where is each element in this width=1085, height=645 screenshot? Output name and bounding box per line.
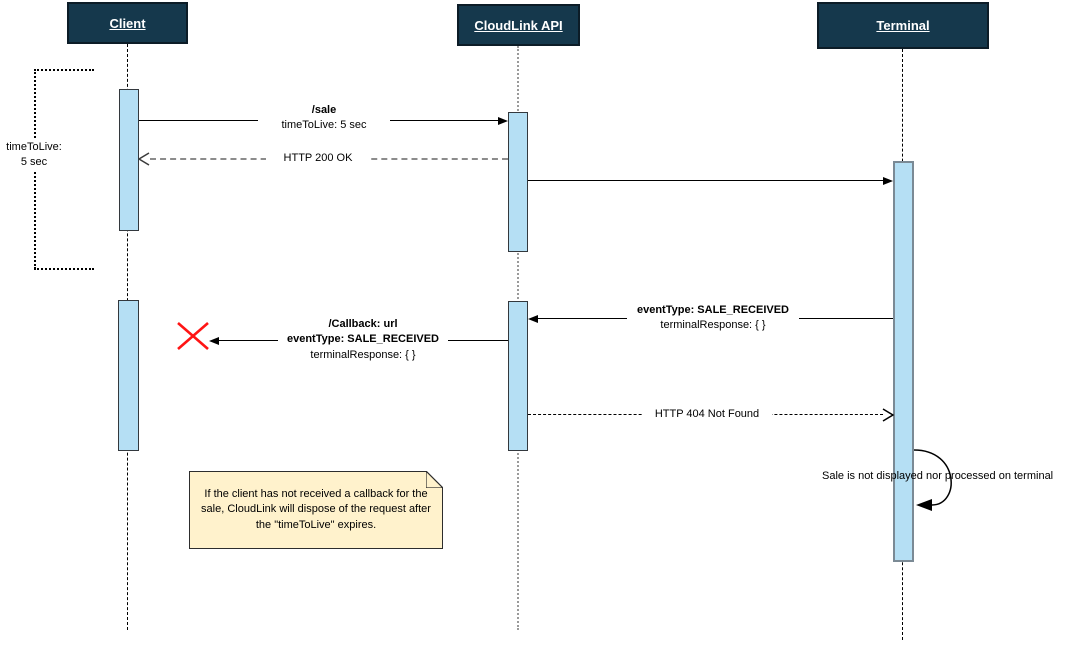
terminal-activation <box>893 161 914 562</box>
terminal-self-message-loop <box>913 449 952 511</box>
forward-to-terminal-arrowhead <box>883 177 893 185</box>
actor-terminal: Terminal <box>817 2 989 49</box>
actor-cloudlink-api: CloudLink API <box>457 4 580 46</box>
event-notification-arrowhead <box>528 315 538 323</box>
client-activation-1 <box>119 89 139 231</box>
duration-bracket-bottom <box>34 268 94 270</box>
actor-client: Client <box>67 2 188 44</box>
not-found-response-label: HTTP 404 Not Found <box>642 407 772 423</box>
forward-to-terminal-line <box>528 180 885 181</box>
sale-response-arrowhead <box>138 152 150 166</box>
terminal-self-message-label: Sale is not displayed nor processed on t… <box>822 470 1054 482</box>
sale-response-label: HTTP 200 OK <box>266 151 370 167</box>
note: If the client has not received a callbac… <box>189 471 443 549</box>
callback-label: /Callback: url eventType: SALE_RECEIVED … <box>278 317 448 364</box>
callback-arrowhead <box>209 337 219 345</box>
lost-message-x-icon <box>177 322 209 350</box>
cloudlink-activation-2 <box>508 301 528 451</box>
actor-client-label: Client <box>109 15 146 31</box>
note-text: If the client has not received a callbac… <box>201 487 431 531</box>
duration-bracket-label: timeToLive: 5 sec <box>2 140 66 171</box>
note-fold-icon <box>426 471 443 488</box>
actor-cloudlink-api-label: CloudLink API <box>474 17 563 33</box>
sale-request-label: /sale timeToLive: 5 sec <box>258 103 390 134</box>
cloudlink-activation-1 <box>508 112 528 252</box>
event-notification-label: eventType: SALE_RECEIVED terminalRespons… <box>627 303 799 334</box>
duration-bracket-top <box>34 69 94 71</box>
not-found-response-arrowhead <box>882 408 894 422</box>
sale-request-arrowhead <box>498 117 508 125</box>
actor-terminal-label: Terminal <box>876 18 930 33</box>
client-activation-2 <box>118 300 139 451</box>
